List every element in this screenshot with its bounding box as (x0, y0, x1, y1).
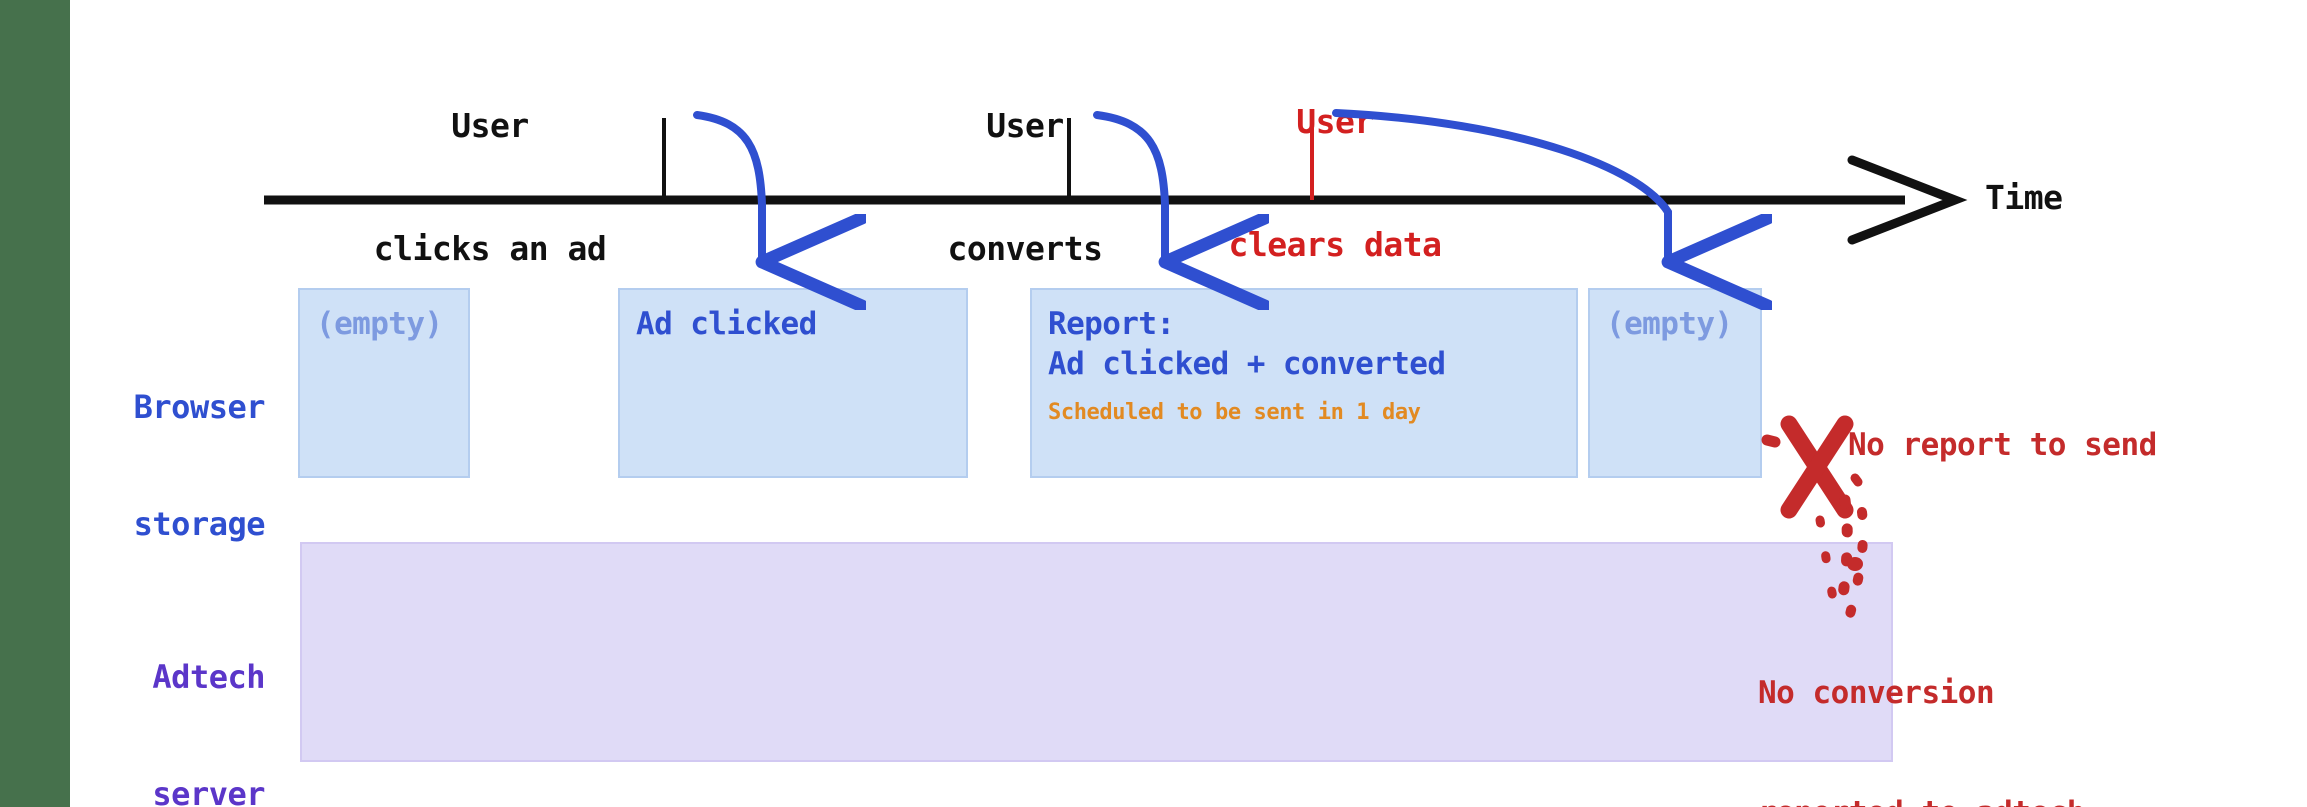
adtech-server-box (300, 542, 1893, 762)
event-click-line1: User (451, 105, 529, 145)
storage-box-initial: (empty) (298, 288, 470, 478)
storage-text-report-body: Ad clicked + converted (1048, 346, 1446, 383)
annotation-no-conversion-line2: reported to adtech (1758, 793, 2085, 807)
storage-box-report-pending: Report: Ad clicked + converted Scheduled… (1030, 288, 1578, 478)
storage-box-ad-clicked: Ad clicked (618, 288, 968, 478)
row-label-browser-line1: Browser (133, 388, 266, 427)
event-clear-line1: User (1296, 101, 1374, 141)
timeline-event-label-click: User clicks an ad (310, 22, 670, 352)
row-label-adtech-server: Adtech server (60, 580, 265, 807)
event-click-line2: clicks an ad (373, 229, 607, 269)
storage-text-initial: (empty) (316, 306, 443, 342)
event-convert-line2: converts (947, 229, 1103, 269)
timeline-axis-label: Time (1985, 178, 2063, 217)
event-clear-line2: clears data (1228, 225, 1442, 265)
annotation-no-report-to-send: No report to send (1848, 427, 2157, 463)
row-label-browser-storage: Browser storage (60, 310, 266, 622)
storage-text-report-title: Report: (1048, 306, 1175, 342)
storage-box-cleared: (empty) (1588, 288, 1762, 478)
left-green-bar (0, 0, 70, 807)
timeline-event-label-convert: User converts (880, 22, 1170, 352)
row-label-adtech-line1: Adtech (152, 658, 265, 697)
storage-text-ad-clicked: Ad clicked (636, 306, 817, 342)
storage-text-report-schedule: Scheduled to be sent in 1 day (1048, 399, 1421, 425)
event-convert-line1: User (986, 105, 1064, 145)
annotation-no-conversion-reported: No conversion reported to adtech (1758, 592, 2085, 807)
row-label-browser-line2: storage (133, 505, 266, 544)
annotation-no-conversion-line1: No conversion (1758, 674, 1995, 711)
row-label-adtech-line2: server (152, 775, 265, 807)
storage-text-cleared: (empty) (1606, 306, 1733, 342)
